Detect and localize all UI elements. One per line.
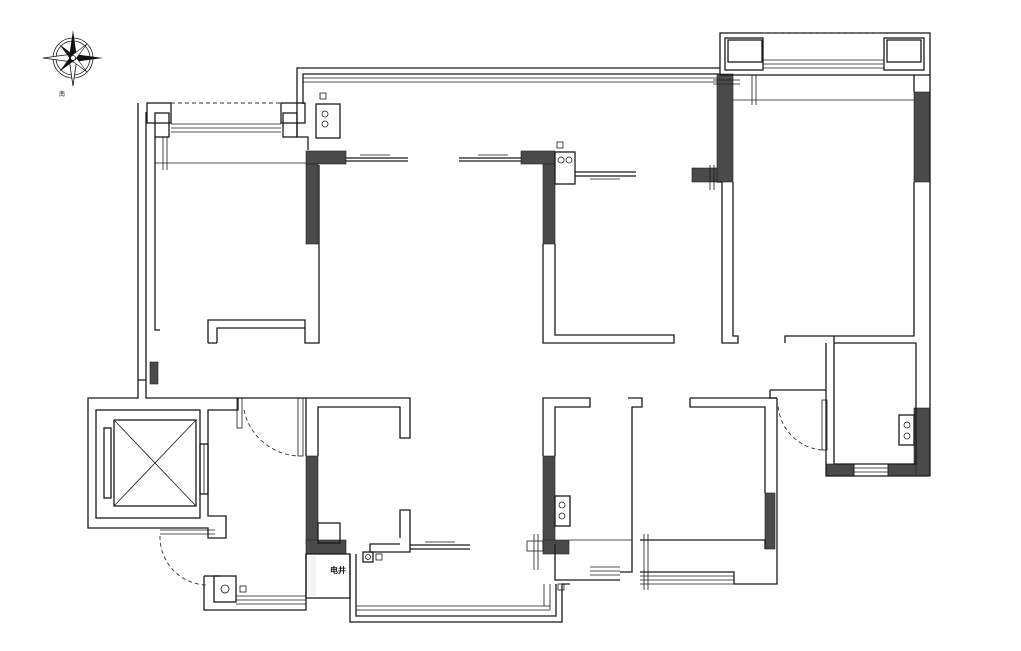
compass-rose-icon: 南 xyxy=(42,30,103,98)
elevator-core xyxy=(87,380,239,586)
sink-top-left xyxy=(315,92,341,139)
south-living-wall xyxy=(349,509,570,623)
electrical-shaft-label: 电井 xyxy=(330,565,346,575)
lower-left-bathroom xyxy=(203,522,341,611)
electrical-shaft: 电井 xyxy=(305,553,351,599)
entry-foyer-walls xyxy=(236,397,411,457)
sliding-door-bedroom-1 xyxy=(346,154,408,162)
bedroom-4-walls xyxy=(640,397,777,590)
north-exterior-wall xyxy=(296,67,720,104)
structural-columns xyxy=(149,73,931,555)
bedroom-2-walls xyxy=(542,141,675,344)
master-bathroom-walls xyxy=(640,335,930,585)
sliding-door-bedroom-2 xyxy=(459,154,521,162)
bedroom-1-window-balcony xyxy=(146,102,308,170)
bedroom-1-walls xyxy=(137,103,320,381)
bedroom-3-walls xyxy=(526,397,643,591)
master-bedroom-walls xyxy=(709,32,931,476)
compass-letter: 南 xyxy=(59,90,65,98)
